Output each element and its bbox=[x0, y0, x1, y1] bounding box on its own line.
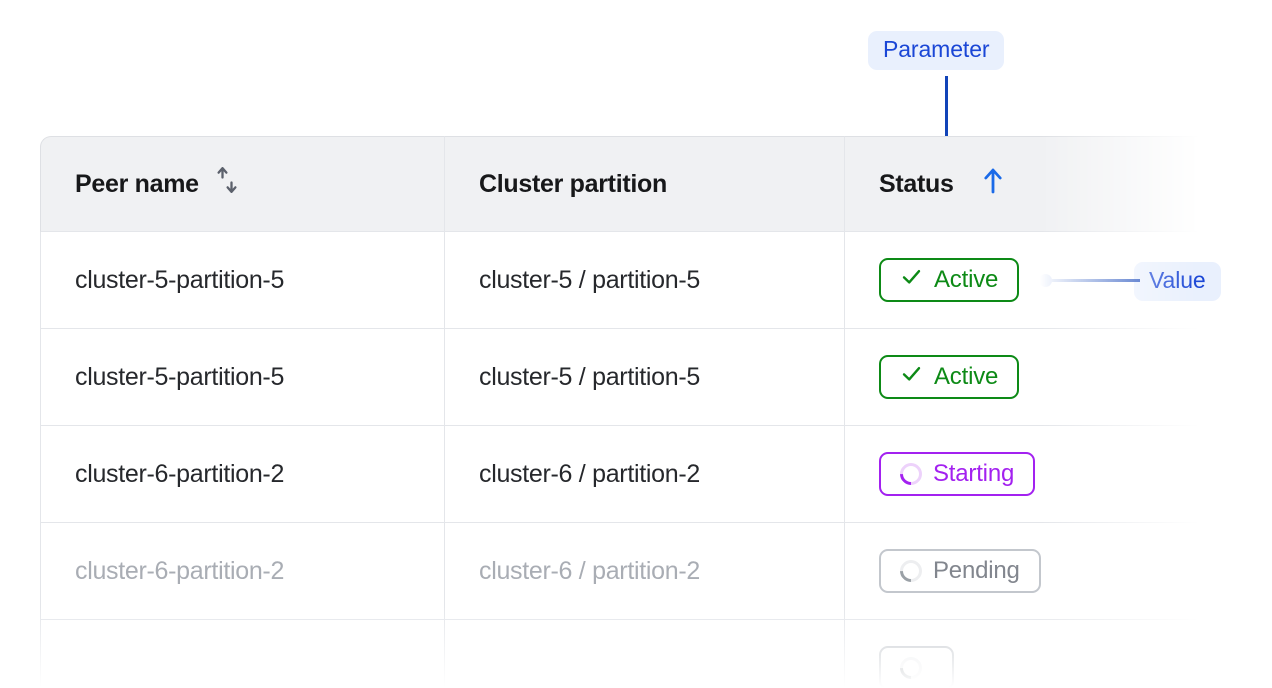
status-badge-starting: Starting bbox=[879, 452, 1036, 496]
status-badge-label: Active bbox=[934, 266, 999, 293]
table-row[interactable]: cluster-6-partition-2 cluster-6 / partit… bbox=[40, 523, 1220, 620]
peers-table-container: Peer name Cluster partition Status bbox=[40, 136, 1272, 688]
cell-cluster-partition: cluster-6 / partition-2 bbox=[445, 426, 845, 523]
arrow-up-icon[interactable] bbox=[980, 166, 1006, 203]
column-header-label: Status bbox=[879, 169, 954, 198]
cell-peer-name: cluster-5-partition-5 bbox=[40, 232, 445, 329]
cell-status: Active bbox=[845, 232, 1220, 329]
annotation-parameter-label: Parameter bbox=[868, 31, 1005, 70]
column-header-status[interactable]: Status bbox=[845, 136, 1220, 232]
cell-peer-name: cluster-5-partition-5 bbox=[40, 329, 445, 426]
column-header-peer-name[interactable]: Peer name bbox=[40, 136, 445, 232]
check-icon bbox=[900, 362, 923, 392]
status-badge-active: Active bbox=[879, 355, 1020, 399]
status-badge-label: Active bbox=[934, 363, 999, 390]
cell-status: Active bbox=[845, 329, 1220, 426]
table-row[interactable]: cluster-5-partition-5 cluster-5 / partit… bbox=[40, 329, 1220, 426]
status-badge-label: Starting bbox=[933, 460, 1015, 487]
column-header-label: Peer name bbox=[75, 169, 199, 198]
cell-status bbox=[845, 620, 1220, 688]
table-row[interactable] bbox=[40, 620, 1220, 688]
cell-cluster-partition: cluster-6 / partition-2 bbox=[445, 523, 845, 620]
table-row[interactable]: cluster-5-partition-5 cluster-5 / partit… bbox=[40, 232, 1220, 329]
status-badge-label: Pending bbox=[933, 557, 1020, 584]
cell-cluster-partition bbox=[445, 620, 845, 688]
column-header-label: Cluster partition bbox=[479, 169, 667, 198]
column-header-cluster-partition[interactable]: Cluster partition bbox=[445, 136, 845, 232]
cell-cluster-partition: cluster-5 / partition-5 bbox=[445, 232, 845, 329]
spinner-icon bbox=[895, 458, 927, 490]
sort-both-icon[interactable] bbox=[215, 166, 241, 203]
cell-peer-name bbox=[40, 620, 445, 688]
table-header-row: Peer name Cluster partition Status bbox=[40, 136, 1220, 232]
check-icon bbox=[900, 265, 923, 295]
cell-peer-name: cluster-6-partition-2 bbox=[40, 523, 445, 620]
peers-table: Peer name Cluster partition Status bbox=[40, 136, 1220, 688]
spinner-icon bbox=[895, 555, 927, 587]
table-header: Peer name Cluster partition Status bbox=[40, 136, 1220, 232]
status-badge-pending: Pending bbox=[879, 549, 1041, 593]
cell-status: Starting bbox=[845, 426, 1220, 523]
status-badge-pending bbox=[879, 646, 954, 688]
table-row[interactable]: cluster-6-partition-2 cluster-6 / partit… bbox=[40, 426, 1220, 523]
cell-status: Pending bbox=[845, 523, 1220, 620]
status-badge-active: Active bbox=[879, 258, 1020, 302]
parameter-connector-line bbox=[945, 76, 948, 158]
spinner-icon bbox=[895, 652, 927, 684]
table-body: cluster-5-partition-5 cluster-5 / partit… bbox=[40, 232, 1220, 688]
cell-peer-name: cluster-6-partition-2 bbox=[40, 426, 445, 523]
cell-cluster-partition: cluster-5 / partition-5 bbox=[445, 329, 845, 426]
